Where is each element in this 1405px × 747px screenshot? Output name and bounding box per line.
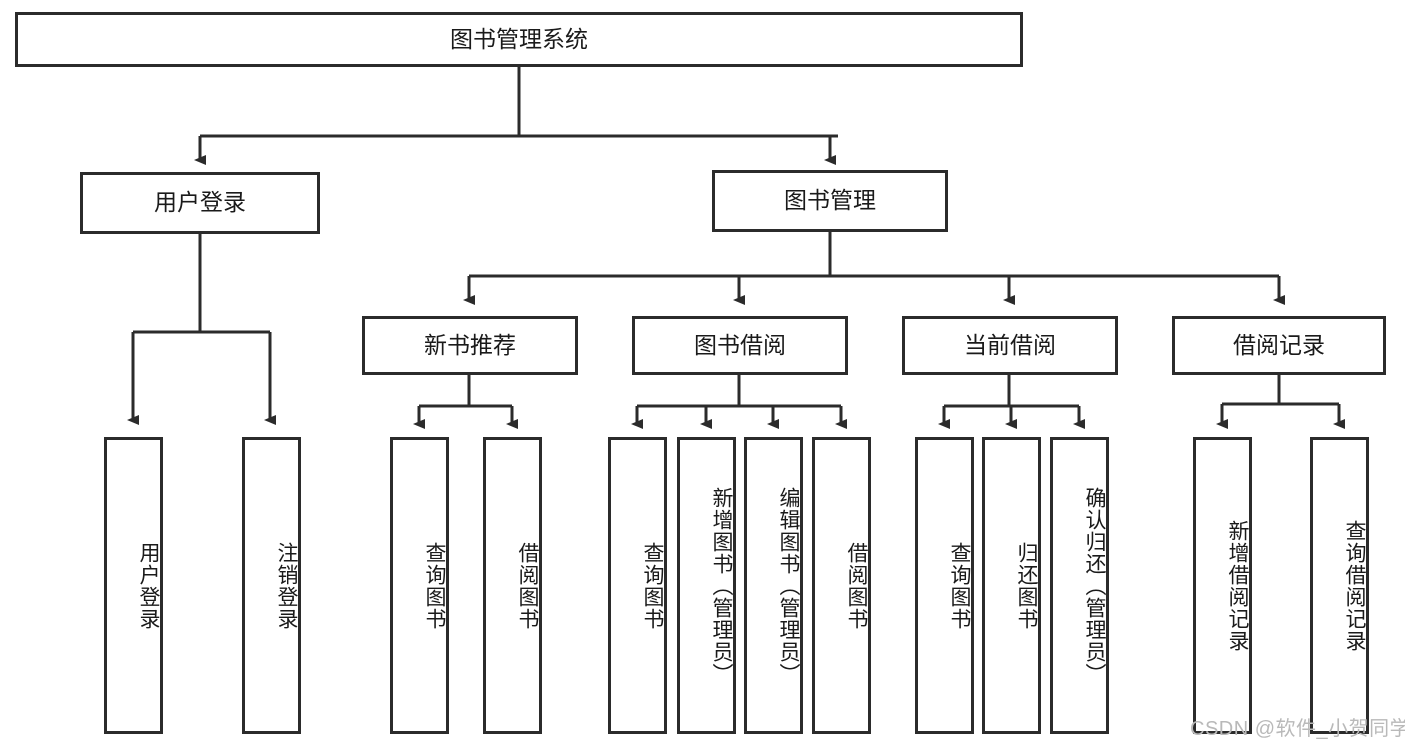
node-label: 图书管理系统: [450, 25, 588, 52]
leaf-borrow-record-query[interactable]: 查询借阅记录: [1310, 437, 1369, 734]
node-current-borrow[interactable]: 当前借阅: [902, 316, 1118, 375]
node-root-system[interactable]: 图书管理系统: [15, 12, 1023, 67]
leaf-user-login-logout[interactable]: 注销登录: [242, 437, 301, 734]
node-label: 借阅图书: [845, 541, 868, 630]
node-label: 编辑图书（管理员）: [777, 486, 800, 685]
leaf-new-book-query[interactable]: 查询图书: [390, 437, 449, 734]
node-label: 归还图书: [1015, 541, 1038, 630]
node-label: 注销登录: [275, 541, 298, 630]
node-label: 借阅记录: [1233, 331, 1325, 358]
node-label: 借阅图书: [516, 541, 539, 630]
node-label: 图书借阅: [694, 331, 786, 358]
leaf-book-borrow-add[interactable]: 新增图书（管理员）: [677, 437, 736, 734]
node-label: 用户登录: [154, 189, 246, 216]
leaf-book-borrow-edit[interactable]: 编辑图书（管理员）: [744, 437, 803, 734]
leaf-current-borrow-confirm-return[interactable]: 确认归还（管理员）: [1050, 437, 1109, 734]
node-book-borrow[interactable]: 图书借阅: [632, 316, 848, 375]
node-label: 查询图书: [948, 541, 971, 630]
node-user-login[interactable]: 用户登录: [80, 172, 320, 234]
node-new-book-recommend[interactable]: 新书推荐: [362, 316, 578, 375]
leaf-user-login-login[interactable]: 用户登录: [104, 437, 163, 734]
node-label: 查询图书: [641, 541, 664, 630]
leaf-book-borrow-query[interactable]: 查询图书: [608, 437, 667, 734]
node-label: 当前借阅: [964, 331, 1056, 358]
node-label: 新增图书（管理员）: [710, 486, 733, 685]
leaf-book-borrow-lend[interactable]: 借阅图书: [812, 437, 871, 734]
node-label: 用户登录: [137, 541, 160, 630]
leaf-borrow-record-add[interactable]: 新增借阅记录: [1193, 437, 1252, 734]
leaf-current-borrow-query[interactable]: 查询图书: [915, 437, 974, 734]
leaf-new-book-borrow[interactable]: 借阅图书: [483, 437, 542, 734]
node-label: 新增借阅记录: [1226, 519, 1249, 652]
leaf-current-borrow-return[interactable]: 归还图书: [982, 437, 1041, 734]
node-label: 新书推荐: [424, 331, 516, 358]
node-label: 查询借阅记录: [1343, 519, 1366, 652]
node-label: 图书管理: [784, 187, 876, 214]
node-book-management[interactable]: 图书管理: [712, 170, 948, 232]
node-borrow-record[interactable]: 借阅记录: [1172, 316, 1386, 375]
node-label: 查询图书: [423, 541, 446, 630]
watermark: CSDN @软件_小贺同学: [1190, 718, 1405, 740]
node-label: 确认归还（管理员）: [1083, 486, 1106, 685]
